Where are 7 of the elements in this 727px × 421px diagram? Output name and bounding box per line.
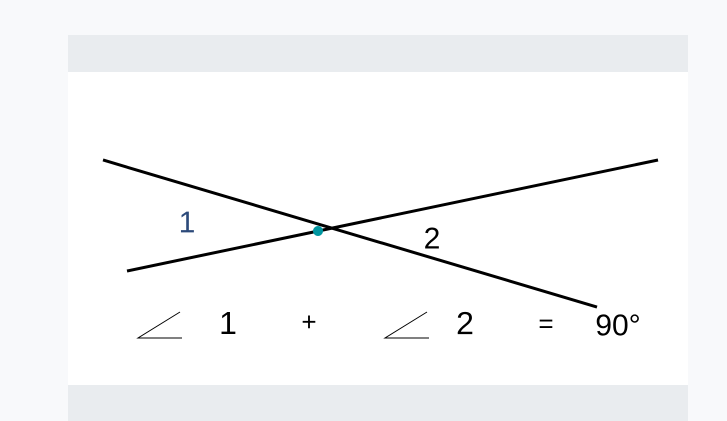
angle-number: 1 xyxy=(222,312,236,334)
equals-sign: = xyxy=(540,320,552,328)
angle-label: 1 xyxy=(180,212,194,232)
angle-number: 2 xyxy=(458,312,472,334)
plus-sign: + xyxy=(302,316,316,328)
angle-label: 2 xyxy=(425,228,439,248)
angle-value: 90° xyxy=(596,314,639,336)
